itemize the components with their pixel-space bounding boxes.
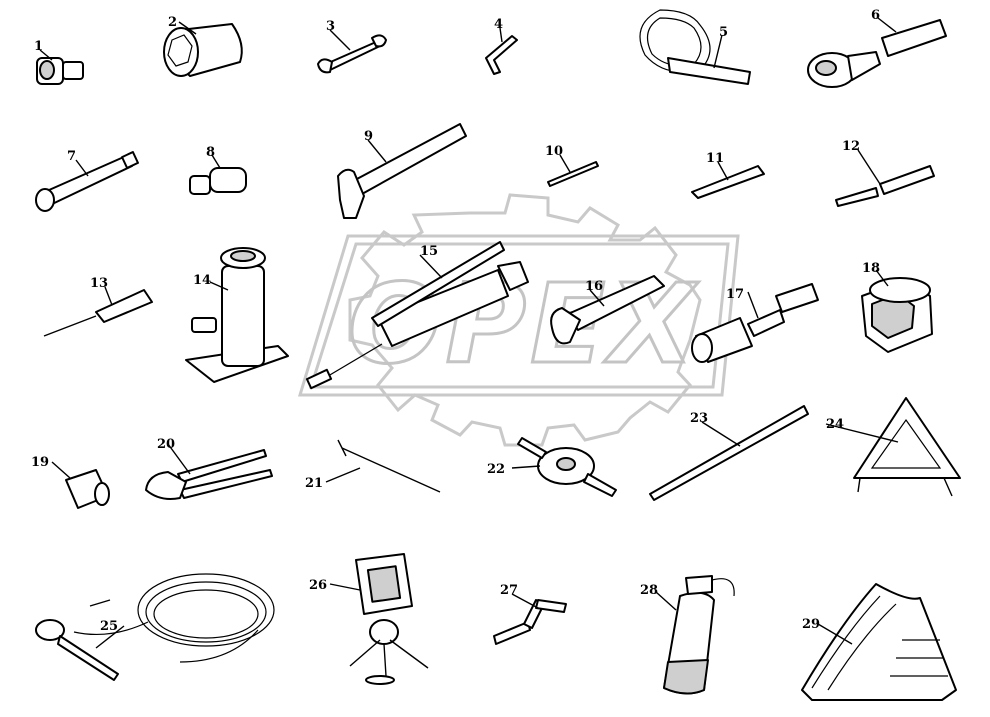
label-part-17: 17 [726,287,744,302]
part-18-hub-nut-socket [861,269,933,353]
part-labels: 1 2 3 4 5 6 7 8 9 10 11 12 13 14 15 16 1… [31,8,880,634]
part-3-open-end-wrench [317,29,387,74]
part-29-wheel-chock [801,583,957,701]
part-24-warning-triangle [825,397,961,497]
label-part-6: 6 [871,8,880,23]
part-15-grease-gun [305,241,529,390]
label-part-22: 22 [487,462,505,477]
part-22-wheel-nut-tool [511,437,617,497]
part-9-hammer [337,123,467,219]
part-21-pin-rod [325,439,441,493]
part-16-adjustable-wrench [550,275,665,345]
label-part-25: 25 [100,619,118,634]
part-10-screwdriver-small [547,154,599,187]
part-20-pipe-pliers [145,443,273,500]
part-14-bottle-jack [185,247,289,383]
label-part-10: 10 [545,144,563,159]
part-4-hex-key [485,27,518,75]
label-part-1: 1 [34,39,43,54]
label-part-7: 7 [67,149,76,164]
part-27-crank-handle [493,593,567,645]
part-23-tommy-bar [649,405,809,501]
label-part-5: 5 [719,25,728,40]
part-13-screwdriver [43,286,153,337]
part-2-socket-large [163,21,243,77]
label-part-8: 8 [206,145,215,160]
watermark: OPEX [297,193,740,447]
part-12-combination-tool [835,149,935,207]
label-part-11: 11 [706,151,724,166]
label-part-9: 9 [364,129,373,144]
label-part-15: 15 [420,244,438,259]
label-part-18: 18 [862,261,880,276]
part-7-extension-bar [35,151,139,212]
label-part-3: 3 [326,19,335,34]
part-19-small-socket [51,461,110,509]
part-5-strap-filter-wrench [639,9,751,85]
part-26-inspection-lamp [329,553,429,685]
label-part-2: 2 [168,15,177,30]
label-part-12: 12 [842,139,860,154]
label-part-20: 20 [157,437,175,452]
label-part-14: 14 [193,273,211,288]
label-part-4: 4 [494,17,503,32]
label-part-16: 16 [585,279,603,294]
part-6-ratchet [807,17,947,88]
label-part-19: 19 [31,455,49,470]
label-part-26: 26 [309,578,327,593]
part-1-socket-adapter [36,49,84,85]
part-8-universal-joint [189,154,247,195]
part-11-drift-punch [691,161,765,199]
part-17-spark-plug-socket [691,283,819,363]
watermark-badge-frame [297,234,740,397]
part-28-fire-extinguisher [655,575,735,695]
part-25-tire-inflation-hose [35,573,275,681]
label-part-13: 13 [90,276,108,291]
label-part-27: 27 [500,583,518,598]
label-part-21: 21 [305,476,323,491]
label-part-24: 24 [826,417,844,432]
label-part-29: 29 [802,617,820,632]
label-part-28: 28 [640,583,658,598]
label-part-23: 23 [690,411,708,426]
